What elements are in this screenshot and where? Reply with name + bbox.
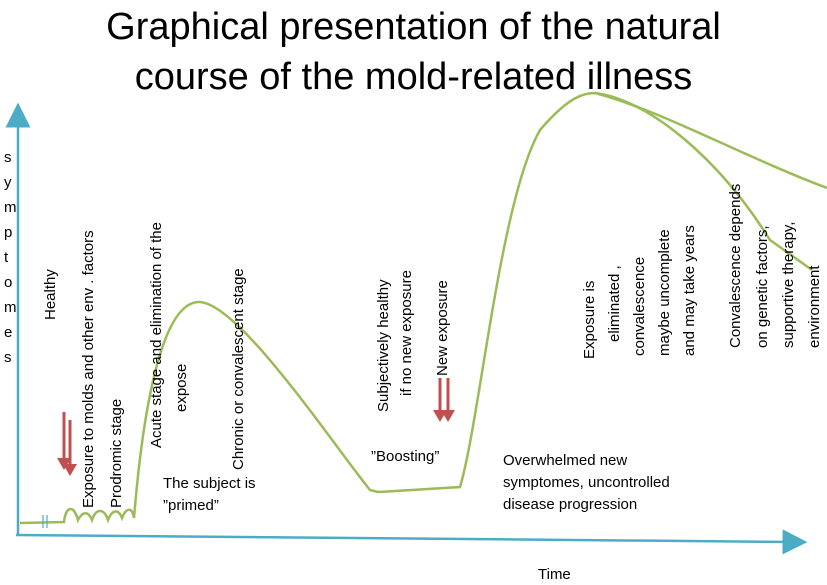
label-exposure-eliminated-4: maybe uncomplete (656, 229, 673, 356)
label-exposure-eliminated-2: eliminated , (606, 265, 623, 342)
label-acute-stage: Acute stage and elimination of the (148, 222, 165, 448)
first-exposure-arrows (57, 412, 77, 476)
y-axis-letter-8: e (4, 324, 13, 341)
x-axis (15, 529, 808, 555)
label-convalescence-4: environment (806, 265, 823, 348)
title-line-2: course of the mold-related illness (134, 56, 693, 98)
title-line-1: Graphical presentation of the natural (106, 6, 721, 48)
y-axis-letter-2: y (4, 174, 12, 191)
label-convalescence-2: on genetic factors, (754, 225, 771, 348)
label-overwhelmed-2: symptomes, uncontrolled (503, 474, 670, 491)
label-convalescence-1: Convalescence depends (727, 183, 744, 348)
label-chronic-stage: Chronic or convalescent stage (230, 268, 247, 470)
y-axis-letter-5: t (4, 249, 9, 266)
y-axis-letter-6: o (4, 274, 13, 291)
label-primed-line-1: The subject is (163, 475, 256, 492)
convalescence-branch-curve (594, 91, 827, 190)
label-overwhelmed-1: Overwhelmed new (503, 452, 628, 469)
label-primed-line-2: ”primed” (163, 497, 219, 514)
disease-course-curve (19, 91, 813, 525)
y-axis-letter-3: m (4, 199, 17, 216)
y-axis-letter-7: m (4, 299, 17, 316)
label-convalescence-3: supportive therapy, (780, 221, 797, 348)
label-healthy: Healthy (42, 269, 59, 320)
new-exposure-arrows (433, 378, 455, 422)
label-overwhelmed-3: disease progression (503, 496, 638, 513)
label-new-exposure: New exposure (434, 280, 451, 376)
x-axis-label: Time (538, 566, 571, 583)
y-axis-letter-4: p (4, 224, 13, 241)
label-exposure-eliminated-3: convalescence (631, 256, 648, 356)
label-exposure-eliminated-5: and may take years (681, 225, 698, 356)
label-subjectively-healthy: Subjectively healthy (375, 279, 392, 412)
label-no-new-exposure: if no new exposure (398, 270, 415, 396)
label-exposure: Exposure to molds and other env . factor… (80, 230, 97, 508)
diagram-title: Graphical presentation of the natural co… (0, 2, 827, 102)
label-prodromic: Prodromic stage (108, 398, 125, 508)
label-boosting: ”Boosting” (371, 448, 440, 465)
y-axis-letter-1: s (4, 149, 12, 166)
label-acute-expose: expose (173, 363, 190, 412)
y-axis-letter-9: s (4, 349, 12, 366)
label-exposure-eliminated-1: Exposure is (581, 280, 598, 359)
